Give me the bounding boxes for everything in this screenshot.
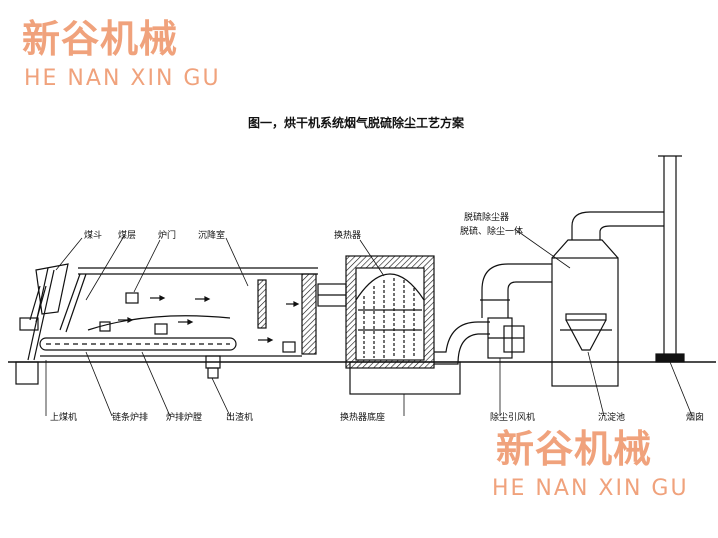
chimney (655, 155, 685, 363)
desulfurizer-tower (551, 239, 619, 387)
watermark-subtitle-bottom: HE NAN XIN GU (492, 476, 689, 501)
label-hopper: 煤斗 (84, 229, 102, 241)
label-grate-stoker: 炉排炉膛 (166, 411, 202, 423)
diagram-title: 图一，烘干机系统烟气脱硫除尘工艺方案 (248, 116, 465, 130)
label-chain-grate: 链条炉排 (112, 411, 148, 423)
coal-feeder (15, 263, 69, 385)
boiler-furnace (40, 267, 318, 357)
label-sediment-tank: 沉淀池 (598, 411, 625, 423)
induced-fan (487, 317, 525, 359)
chain-grate (39, 337, 237, 379)
label-furnace-door: 炉门 (158, 229, 176, 241)
watermark-title-bottom: 新谷机械 (496, 427, 653, 471)
label-coal-feeder: 上煤机 (50, 411, 77, 423)
label-desulfurizer-note: 脱硫、除尘一体 (460, 225, 523, 237)
label-induced-fan: 除尘引风机 (490, 411, 535, 423)
label-heat-exchanger: 换热器 (334, 229, 361, 241)
duct-to-desulfurizer (480, 263, 552, 318)
label-desulfurizer: 脱硫除尘器 (464, 211, 509, 223)
label-chimney: 烟囱 (686, 411, 704, 423)
label-heat-exchanger-base: 换热器底座 (340, 411, 385, 423)
leader-lines (45, 229, 693, 417)
heat-exchanger (345, 255, 461, 395)
label-settling-chamber: 沉降室 (198, 229, 225, 241)
label-coal-layer: 煤层 (118, 229, 136, 241)
duct-to-chimney (571, 211, 664, 240)
watermark-subtitle-top: HE NAN XIN GU (24, 66, 221, 91)
label-slag-remover: 出渣机 (226, 411, 253, 423)
duct-to-heat-exchanger (317, 283, 347, 307)
duct-to-fan (434, 321, 490, 365)
watermark-title-top: 新谷机械 (22, 17, 179, 61)
